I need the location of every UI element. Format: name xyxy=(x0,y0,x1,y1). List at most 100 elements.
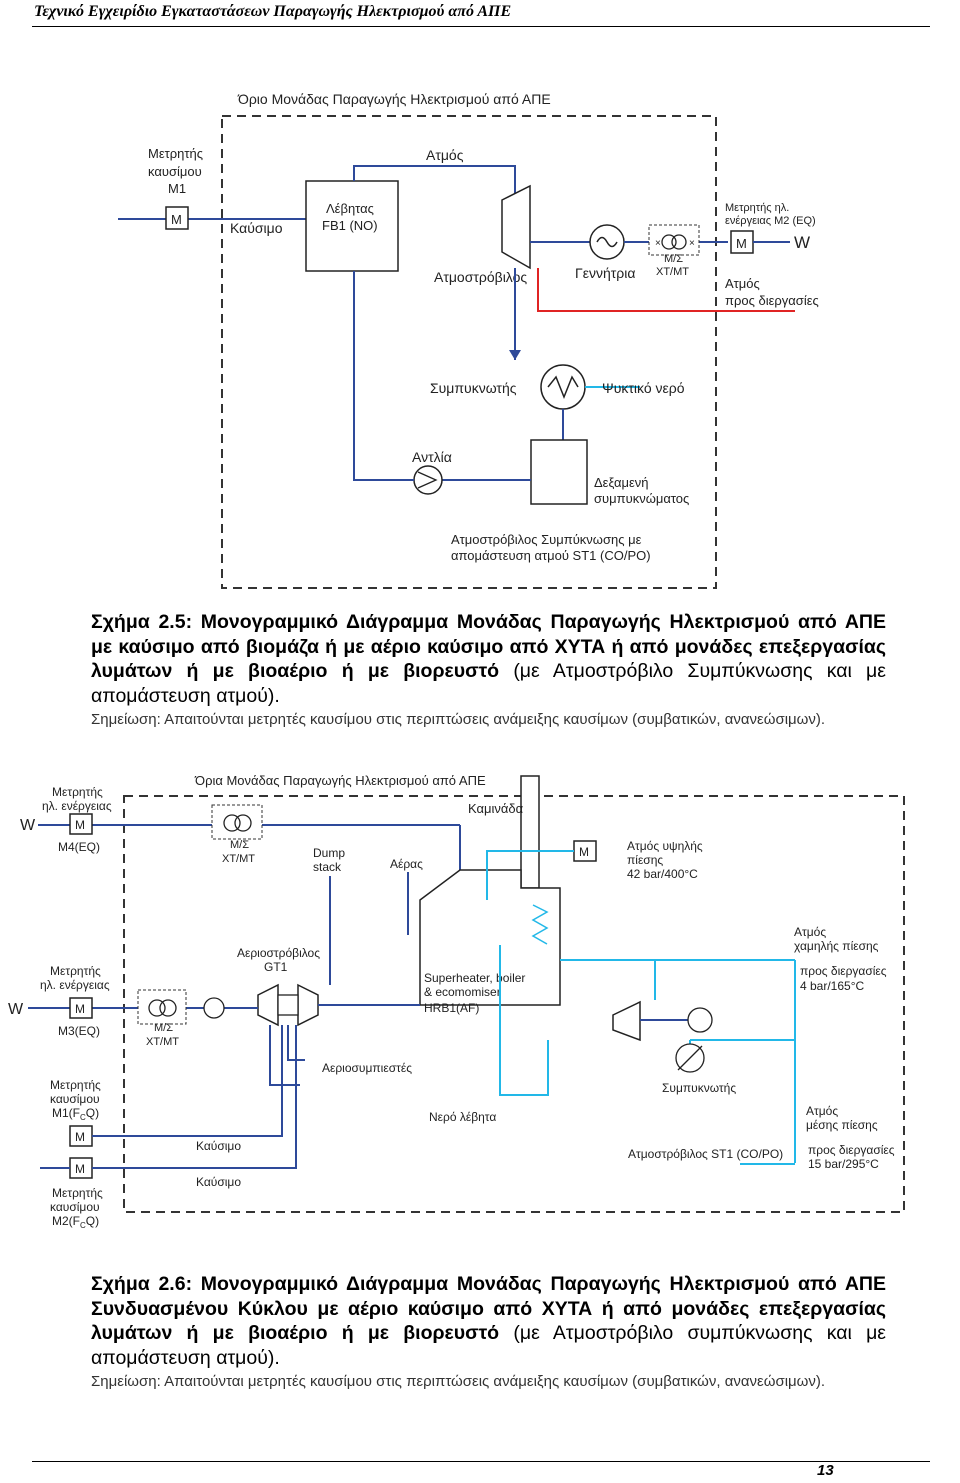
process-steam-2: προς διεργασίες xyxy=(725,293,819,308)
transformer3-label-1: Μ/Σ xyxy=(154,1022,173,1034)
meter-m1b-label-3: M1(FCQ) xyxy=(52,1106,99,1122)
tank-label-2: συμπυκνώματος xyxy=(594,491,689,506)
hrsg-label-3: HRB1(AF) xyxy=(424,1001,479,1015)
meter-m2-m: M xyxy=(736,236,747,251)
meter-m1-label-2: καυσίμου xyxy=(148,164,202,179)
gt-label-1: Αεριοστρόβιλος xyxy=(237,946,320,960)
figure-2-6-note: Σημείωση: Απαιτούνται μετρητές καυσίμου … xyxy=(91,1373,826,1390)
dump-stack-2: stack xyxy=(313,860,342,874)
lp-process-1: προς διεργασίες xyxy=(800,964,887,978)
transformer3-label-2: ΧΤ/ΜΤ xyxy=(146,1036,179,1048)
hrsg-label-2: & ecomomiser xyxy=(424,985,501,999)
meter-m2-label-2: ενέργειας M2 (EQ) xyxy=(725,215,816,227)
fuel-label-2a: Καύσιμο xyxy=(196,1139,241,1153)
meter-m3-id: M3(EQ) xyxy=(58,1024,100,1038)
st-label-1: Ατμοστρόβιλος Συμπύκνωσης με xyxy=(451,532,642,547)
st-label-2: απομάστευση ατμού ST1 (CO/PO) xyxy=(451,548,651,563)
hp-steam-3: 42 bar/400°C xyxy=(627,867,698,881)
turbine-label: Ατμοστρόβιλος xyxy=(434,269,527,285)
caption1-bold: Σχήμα 2.5: Μονογραμμικό Διάγραμμα Μονάδα… xyxy=(91,611,886,682)
footer-rule xyxy=(32,1461,930,1462)
chimney-label: Καμινάδα xyxy=(468,801,524,816)
cooling-water-label: Ψυκτικό νερό xyxy=(602,380,685,396)
mp-steam-1: Ατμός xyxy=(806,1104,838,1118)
boundary-label: Όριο Μονάδας Παραγωγής Ηλεκτρισμού από Α… xyxy=(237,91,551,107)
meter-m4-box xyxy=(69,813,93,835)
hrsg-box xyxy=(419,869,561,1006)
meter-m1-label-1: Μετρητής xyxy=(148,146,203,161)
compressors-label: Αεριοσυμπιεστές xyxy=(322,1061,412,1075)
dump-stack-1: Dump xyxy=(313,846,345,860)
chimney xyxy=(520,775,540,889)
boundary-label-2: Όρια Μονάδας Παραγωγής Ηλεκτρισμού από Α… xyxy=(194,773,486,788)
svg-text:×: × xyxy=(655,238,661,249)
meter-m1b-m: M xyxy=(75,1130,85,1144)
condenser-2-label: Συμπυκνωτής xyxy=(662,1081,736,1095)
meter-m2b-label-2: καυσίμου xyxy=(50,1200,100,1214)
meter-hp-m: M xyxy=(579,845,589,859)
caption2-bold: Σχήμα 2.6: Μονογραμμικό Διάγραμμα Μονάδα… xyxy=(91,1273,886,1344)
figure-2-5-diagram: Όριο Μονάδας Παραγωγής Ηλεκτρισμού από Α… xyxy=(118,91,819,589)
meter-m1-m: M xyxy=(171,212,182,227)
lp-process-2: 4 bar/165°C xyxy=(800,979,865,993)
condenser-label: Συμπυκνωτής xyxy=(430,380,517,396)
figure-2-5-caption: Σχήμα 2.5: Μονογραμμικό Διάγραμμα Μονάδα… xyxy=(91,610,886,708)
document-header: Τεχνικό Εγχειρίδιο Εγκαταστάσεων Παραγωγ… xyxy=(34,3,512,20)
meter-m1-box xyxy=(165,206,189,230)
meter-m1-label-3: M1 xyxy=(168,181,186,196)
meter-m4-id: M4(EQ) xyxy=(58,840,100,854)
steam-label: Ατμός xyxy=(426,147,464,163)
plant-boundary xyxy=(221,115,717,589)
m3-w: W xyxy=(8,1001,24,1018)
gt-label-2: GT1 xyxy=(264,960,288,974)
output-w: W xyxy=(794,233,810,252)
boiler-box xyxy=(305,180,399,272)
header-rule xyxy=(32,26,930,27)
fuel-label-2b: Καύσιμο xyxy=(196,1175,241,1189)
boiler-label-2: FB1 (NO) xyxy=(322,218,378,233)
meter-m2b-m: M xyxy=(75,1162,85,1176)
lp-steam-2: χαμηλής πίεσης xyxy=(794,939,879,953)
figure-2-5-note: Σημείωση: Απαιτούνται μετρητές καυσίμου … xyxy=(91,711,826,728)
transformer-box xyxy=(648,224,700,256)
gas-turbine-symbol xyxy=(297,983,319,1027)
transformer2-label-1: Μ/Σ xyxy=(230,839,249,851)
mp-process-1: προς διεργασίες xyxy=(808,1143,895,1157)
hp-steam-1: Ατμός υψηλής xyxy=(627,839,703,853)
m4-w: W xyxy=(20,817,36,834)
meter-m3-label-2: ηλ. ενέργειας xyxy=(40,978,110,992)
compressor-symbol xyxy=(257,983,279,1027)
boiler-water-label: Νερό λέβητα xyxy=(429,1110,496,1124)
transformer-label-1: Μ/Σ xyxy=(664,253,683,265)
mp-process-2: 15 bar/295°C xyxy=(808,1157,879,1171)
meter-m1b-label-2: καυσίμου xyxy=(50,1092,100,1106)
mp-steam-2: μέσης πίεσης xyxy=(806,1118,878,1132)
caption2-normal: (με Ατμοστρόβιλο συμπύκνωσης και με απομ… xyxy=(91,1322,886,1369)
lp-steam-1: Ατμός xyxy=(794,925,826,939)
steam-turbine-symbol xyxy=(501,184,531,270)
meter-m2b-label-3: M2(FCQ) xyxy=(52,1214,99,1230)
transformer-label-2: ΧΤ/ΜΤ xyxy=(656,266,689,278)
figure-2-6-diagram: Όρια Μονάδας Παραγωγής Ηλεκτρισμού από Α… xyxy=(8,773,905,1230)
plant-boundary-2 xyxy=(123,795,905,1213)
st2-label: Ατμοστρόβιλος ST1 (CO/PO) xyxy=(628,1147,783,1161)
meter-m4-label-2: ηλ. ενέργειας xyxy=(42,799,112,813)
process-steam-1: Ατμός xyxy=(725,276,760,291)
meter-m3-label-1: Μετρητής xyxy=(50,964,101,978)
steam-turbine-2-symbol xyxy=(612,1000,641,1042)
page-number: 13 xyxy=(817,1462,834,1479)
pump-label: Αντλία xyxy=(412,449,452,465)
figure-2-6-caption: Σχήμα 2.6: Μονογραμμικό Διάγραμμα Μονάδα… xyxy=(91,1272,886,1370)
meter-m3-box xyxy=(69,997,93,1019)
hp-steam-2: πίεσης xyxy=(627,853,663,867)
meter-m4-m: M xyxy=(75,818,85,832)
meter-m2-label-1: Μετρητής ηλ. xyxy=(725,202,789,214)
fuel-label: Καύσιμο xyxy=(230,220,283,236)
caption1-normal: (με Ατμοστρόβιλο Συμπύκνωσης και με απομ… xyxy=(91,660,886,707)
meter-m1b-label-1: Μετρητής xyxy=(50,1078,101,1092)
svg-text:×: × xyxy=(689,238,695,249)
meter-m3-m: M xyxy=(75,1002,85,1016)
hrsg-label-1: Superheater, boiler xyxy=(424,971,525,985)
generator-label: Γεννήτρια xyxy=(575,265,635,281)
transformer2-label-2: ΧΤ/ΜΤ xyxy=(222,853,255,865)
